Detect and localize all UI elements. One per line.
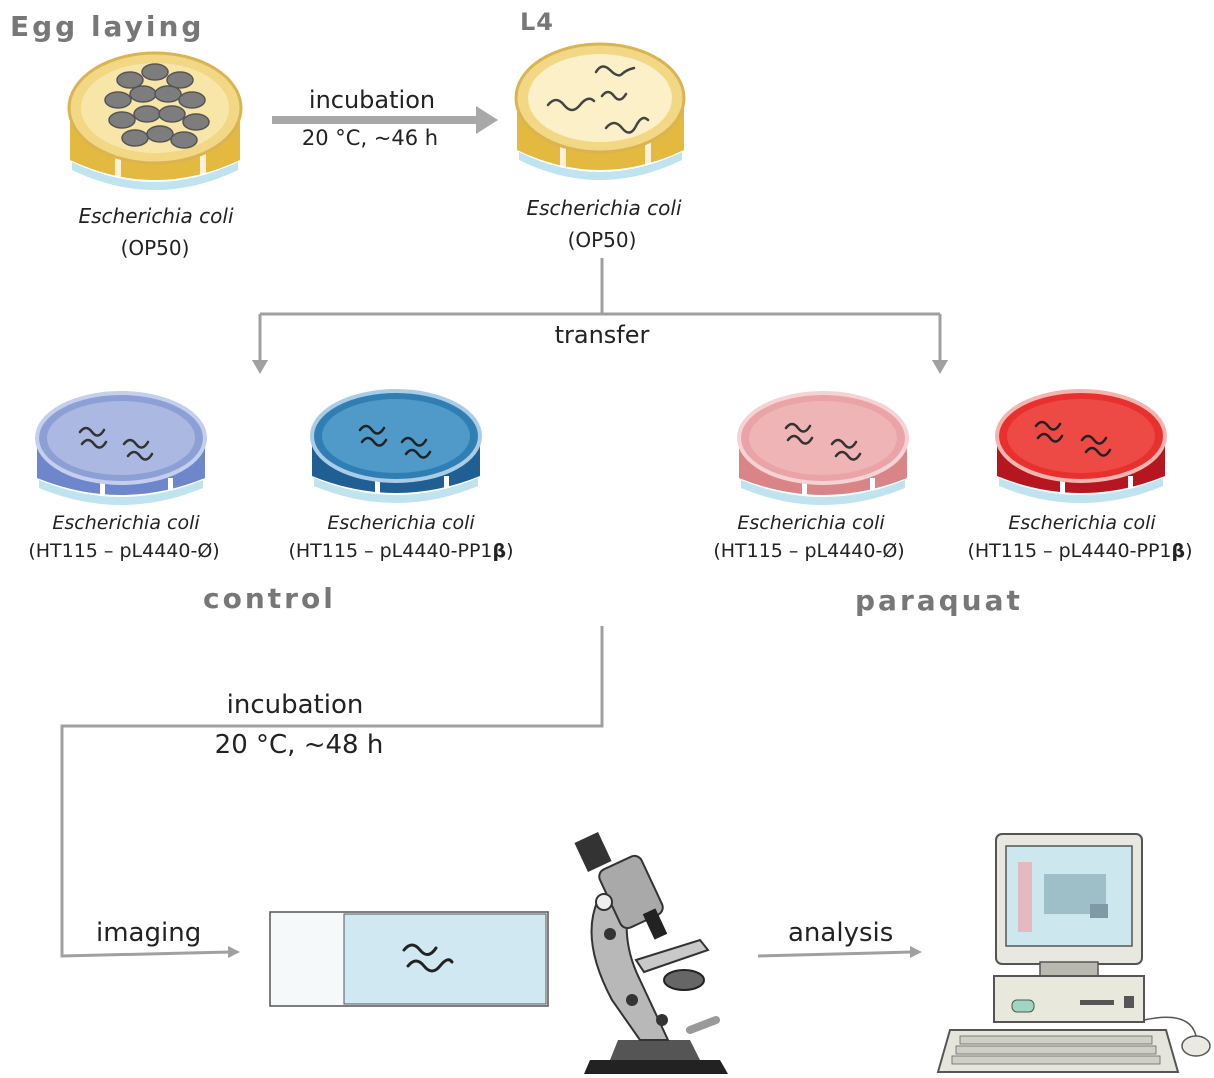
petri-dish-paraquat-pp1b-icon (995, 389, 1167, 503)
petri-dish-control-empty-icon (35, 391, 207, 505)
l4-plate-strain: (OP50) (567, 228, 637, 252)
analysis-label: analysis (788, 918, 894, 948)
incubation-2-line (60, 626, 604, 958)
microscope-icon (574, 832, 728, 1074)
incubation-1-label: incubation (308, 86, 436, 114)
paraquat-empty-strain: (HT115 – pL4440-Ø) (713, 540, 905, 562)
control-pp1b-strain: (HT115 – pL4440-PP1β) (288, 540, 513, 562)
transfer-left-arrow-head (252, 360, 268, 374)
strain-suffix: ) (1185, 540, 1193, 562)
l4-heading: L4 (520, 8, 554, 36)
imaging-label: imaging (96, 918, 202, 948)
petri-dish-paraquat-empty-icon (737, 391, 909, 505)
control-empty-species: Escherichia coli (52, 512, 200, 534)
transfer-branch-line (260, 258, 940, 316)
incubation-1-conditions: 20 °C, ~46 h (301, 126, 439, 150)
control-empty-strain: (HT115 – pL4440-Ø) (28, 540, 220, 562)
paraquat-heading: paraquat (855, 584, 1023, 617)
microscope-slide-icon (269, 911, 549, 1007)
strain-prefix: (HT115 – pL4440-PP1 (967, 540, 1172, 562)
analysis-arrow-head (910, 946, 922, 958)
paraquat-pp1b-strain: (HT115 – pL4440-PP1β) (967, 540, 1192, 562)
l4-plate-species: Escherichia coli (526, 196, 682, 220)
egg-laying-heading: Egg laying (10, 10, 205, 43)
petri-dish-eggs-icon (67, 51, 243, 190)
paraquat-empty-species: Escherichia coli (737, 512, 885, 534)
connector-lines (60, 106, 948, 958)
strain-suffix: ) (506, 540, 514, 562)
strain-prefix: (HT115 – pL4440-PP1 (288, 540, 493, 562)
paraquat-pp1b-species: Escherichia coli (1008, 512, 1156, 534)
analysis-line (757, 950, 913, 958)
strain-beta: β (492, 540, 507, 562)
arrow-incubation-1-head (476, 106, 498, 134)
control-heading: control (203, 582, 336, 615)
incubation-2-label: incubation (226, 690, 364, 720)
egg-plate-strain: (OP50) (120, 236, 190, 260)
incubation-2-conditions: 20 °C, ~48 h (214, 730, 384, 760)
computer-icon (936, 833, 1211, 1073)
imaging-arrow-head (228, 946, 240, 958)
petri-dish-control-pp1b-icon (310, 389, 482, 503)
control-pp1b-species: Escherichia coli (327, 512, 475, 534)
strain-beta: β (1171, 540, 1186, 562)
egg-plate-species: Escherichia coli (78, 204, 234, 228)
petri-dish-worms-icon (514, 42, 686, 180)
transfer-label: transfer (554, 321, 650, 349)
transfer-right-arrow-head (932, 360, 948, 374)
